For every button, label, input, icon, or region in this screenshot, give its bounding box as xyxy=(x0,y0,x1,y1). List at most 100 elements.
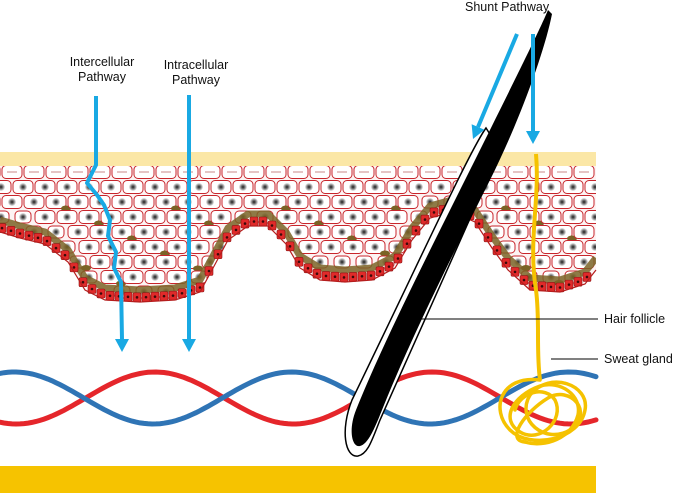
basal-cell-nucleus xyxy=(135,296,139,299)
cell-nucleus xyxy=(161,227,171,237)
cell-nucleus xyxy=(117,257,127,267)
cell-nucleus xyxy=(381,197,391,207)
cell-nucleus xyxy=(502,212,512,222)
intercellular-lipid xyxy=(380,250,390,257)
basal-cell-nucleus xyxy=(540,285,544,288)
cell-nucleus xyxy=(95,227,105,237)
sweat-gland-coil xyxy=(513,390,559,437)
intercellular-lipid xyxy=(193,265,203,272)
basal-cell-nucleus xyxy=(225,236,229,239)
epidermis xyxy=(0,166,597,303)
sweat-gland xyxy=(498,153,588,446)
basal-cell-nucleus xyxy=(414,229,418,232)
cell-nucleus xyxy=(315,227,325,237)
cell-nucleus xyxy=(502,182,512,192)
cell-nucleus xyxy=(392,182,402,192)
basal-cell-nucleus xyxy=(351,275,355,279)
intracellular-label: Intracellular Pathway xyxy=(151,58,241,88)
hair-follicle-label: Hair follicle xyxy=(604,312,666,326)
basal-cell-nucleus xyxy=(207,269,211,273)
basal-cell-nucleus xyxy=(558,286,562,289)
basal-cell-nucleus xyxy=(396,257,400,260)
cell-nucleus xyxy=(194,212,204,222)
intercellular-label-line1: Intercellular xyxy=(69,55,135,69)
cell-nucleus xyxy=(84,212,94,222)
basal-cell-nucleus xyxy=(99,292,103,295)
basal-cell-nucleus xyxy=(144,295,148,299)
basal-cell-nucleus xyxy=(261,220,265,223)
cell-nucleus xyxy=(18,212,28,222)
subcutaneous-layer xyxy=(0,466,596,493)
cell-nucleus xyxy=(40,212,50,222)
cell-nucleus xyxy=(260,182,270,192)
basal-cell-nucleus xyxy=(432,211,436,214)
cell-nucleus xyxy=(546,212,556,222)
cell-nucleus xyxy=(194,182,204,192)
basal-cell-nucleus xyxy=(270,224,274,227)
basal-cell-nucleus xyxy=(171,294,175,297)
basal-cell-nucleus xyxy=(162,294,166,298)
cell-nucleus xyxy=(205,227,215,237)
cell-nucleus xyxy=(359,227,369,237)
basal-cell-nucleus xyxy=(495,249,499,252)
shunt-follicle-arrowhead xyxy=(471,124,485,139)
basal-cell-nucleus xyxy=(45,239,49,243)
cell-nucleus xyxy=(359,257,369,267)
cell-nucleus xyxy=(348,242,358,252)
basal-cell-nucleus xyxy=(369,274,373,277)
cell-nucleus xyxy=(304,212,314,222)
intracellular-label-line1: Intracellular xyxy=(163,58,229,72)
basal-cell-nucleus xyxy=(180,291,184,295)
basal-cell-nucleus xyxy=(279,233,283,236)
basal-cell-nucleus xyxy=(306,267,310,270)
basal-cell-nucleus xyxy=(549,285,553,289)
cell-nucleus xyxy=(535,197,545,207)
sweat-duct xyxy=(531,153,542,381)
basal-cell-nucleus xyxy=(72,266,76,269)
cell-nucleus xyxy=(568,182,578,192)
cell-nucleus xyxy=(326,242,336,252)
basal-cell-nucleus xyxy=(27,234,31,237)
cell-nucleus xyxy=(568,212,578,222)
basal-cell-nucleus xyxy=(54,246,58,250)
cell-nucleus xyxy=(128,182,138,192)
cell-nucleus xyxy=(216,212,226,222)
cell-nucleus xyxy=(51,227,61,237)
intracellular-label-line2: Pathway xyxy=(172,73,220,87)
basal-matrix xyxy=(0,196,596,294)
cell-nucleus xyxy=(513,197,523,207)
basement-membrane xyxy=(0,211,597,303)
cell-nucleus xyxy=(293,197,303,207)
cell-nucleus xyxy=(62,212,72,222)
basal-cell-nucleus xyxy=(324,274,328,278)
basal-cell-nucleus xyxy=(423,218,427,221)
cell-nucleus xyxy=(249,197,259,207)
basal-cell-nucleus xyxy=(153,295,157,298)
basal-cell-nucleus xyxy=(360,274,364,278)
cell-nucleus xyxy=(381,227,391,237)
cell-nucleus xyxy=(29,197,39,207)
cell-nucleus xyxy=(557,197,567,207)
cell-nucleus xyxy=(590,182,596,192)
cell-nucleus xyxy=(150,242,160,252)
cell-nucleus xyxy=(579,227,589,237)
cell-nucleus xyxy=(326,182,336,192)
basal-cell-nucleus xyxy=(252,220,256,223)
cell-nucleus xyxy=(139,197,149,207)
cell-nucleus xyxy=(238,182,248,192)
cell-nucleus xyxy=(370,182,380,192)
basal-cell-nucleus xyxy=(234,228,238,232)
basal-cell-nucleus xyxy=(108,294,112,298)
cell-nucleus xyxy=(0,182,6,192)
shunt-follicle-arrow xyxy=(476,33,519,128)
cell-nucleus xyxy=(150,272,160,282)
cell-nucleus xyxy=(106,272,116,282)
sweat-gland-coil xyxy=(498,377,588,443)
cell-nucleus xyxy=(106,182,116,192)
hair-follicle xyxy=(344,10,552,457)
cell-nucleus xyxy=(304,182,314,192)
cell-nucleus xyxy=(546,182,556,192)
cell-nucleus xyxy=(7,197,17,207)
cell-nucleus xyxy=(579,257,589,267)
cell-nucleus xyxy=(227,197,237,207)
